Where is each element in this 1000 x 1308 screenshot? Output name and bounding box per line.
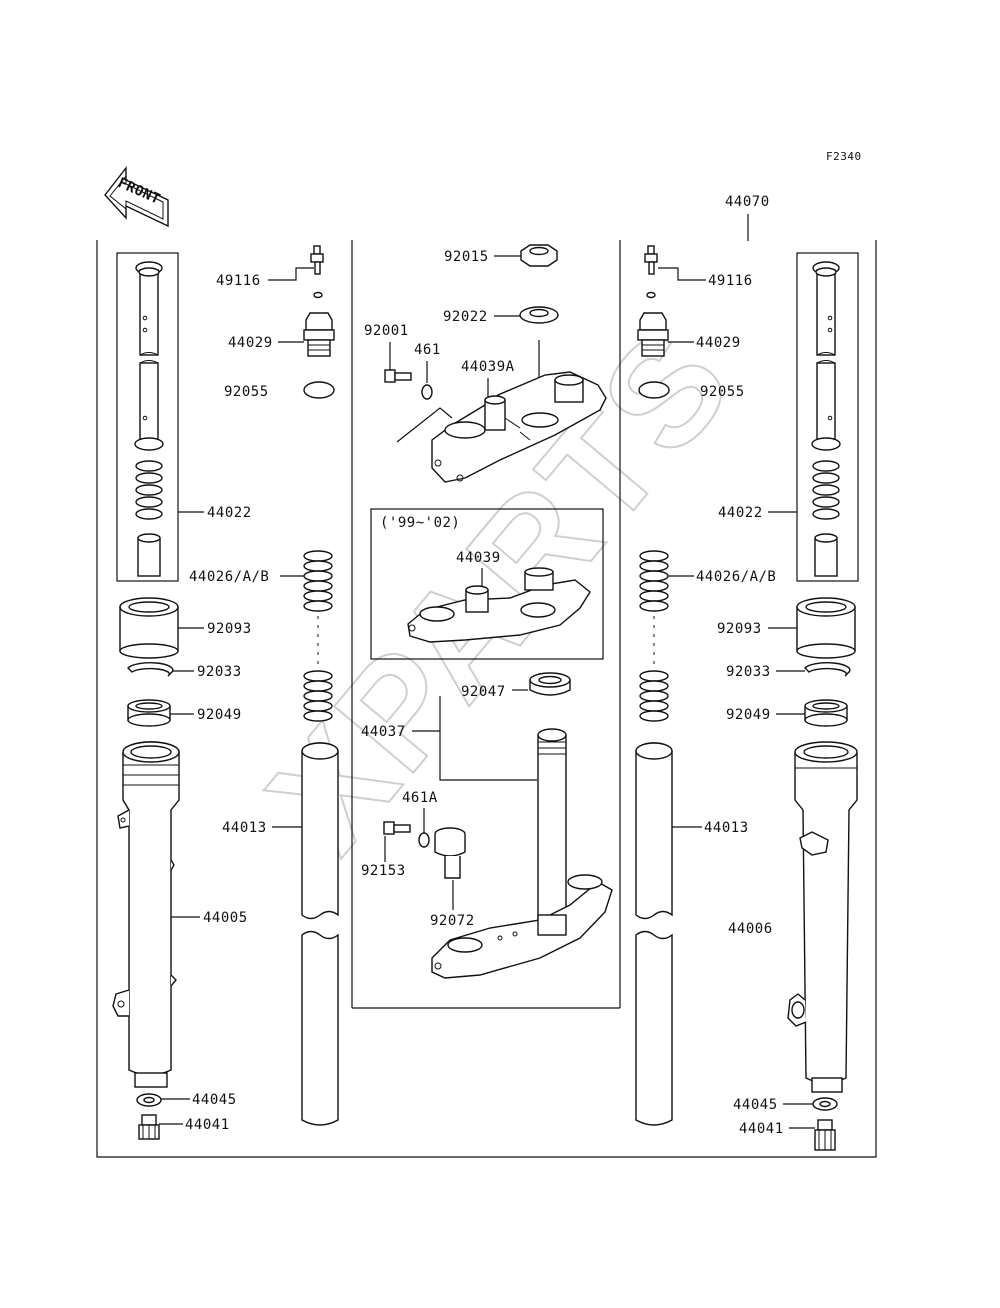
right-o-ring [638,381,670,399]
right-top-cap-bolt [637,312,669,357]
c-461-label: 461 [414,342,441,358]
l-44029-label: 44029 [228,335,273,351]
c-92015-label: 92015 [444,249,489,265]
l-44013-label: 44013 [222,820,267,836]
l-92055-label: 92055 [224,384,269,400]
c-44037-label: 44037 [361,724,406,740]
right-damper-rod [811,261,841,451]
upper-bracket-44039 [407,567,591,643]
r-92049-label: 92049 [726,707,771,723]
c-92153-label: 92153 [361,863,406,879]
left-outer-tube [112,741,180,1088]
right-fork-spring [639,550,669,722]
clamp-bolt-upper [384,369,412,383]
r-44041-label: 44041 [739,1121,784,1137]
right-washer [812,1097,838,1111]
variant-box [370,508,604,660]
clamp-92072 [434,827,466,879]
left-rod-spring [135,460,163,520]
left-damper-rod [134,261,164,451]
left-fork-spring [303,550,333,722]
r-44013-label: 44013 [704,820,749,836]
r-49116-label: 49116 [708,273,753,289]
left-air-valve [310,245,324,299]
r-44045-label: 44045 [733,1097,778,1113]
left-damper-kit-box [116,252,179,582]
stem-nut [520,244,558,267]
c-92001-label: 92001 [364,323,409,339]
l-49116-label: 49116 [216,273,261,289]
left-oil-seal [127,699,171,727]
right-air-valve [644,245,658,299]
r-44026-label: 44026/A/B [696,569,776,585]
c-92047-label: 92047 [461,684,506,700]
right-circlip [804,662,851,677]
r-44022-label: 44022 [718,505,763,521]
right-damper-kit-box [796,252,859,582]
left-socket-bolt [138,1114,160,1140]
l-44005-label: 44005 [203,910,248,926]
steering-stem-44037 [431,728,613,979]
clamp-washer-lower [418,832,430,848]
left-dust-seal [119,597,179,659]
right-socket-bolt [814,1119,836,1151]
right-dust-seal [796,597,856,659]
assembly-label: 44070 [725,194,770,210]
l-92049-label: 92049 [197,707,242,723]
front-direction-arrow: FRONT [104,165,169,228]
c-461A-label: 461A [402,790,438,806]
left-o-ring [303,381,335,399]
left-washer [136,1093,162,1107]
right-rod-base [814,533,838,577]
right-oil-seal [804,699,848,727]
variant-note: ('99~'02) [380,515,460,531]
l-44026-label: 44026/A/B [189,569,269,585]
left-inner-tube [301,742,339,1126]
l-44045-label: 44045 [192,1092,237,1108]
clamp-washer-upper [421,384,433,400]
r-92055-label: 92055 [700,384,745,400]
c-92072-label: 92072 [430,913,475,929]
left-rod-base [137,533,161,577]
right-outer-tube [787,741,858,1093]
c-92022-label: 92022 [443,309,488,325]
right-inner-tube [635,742,673,1126]
r-92033-label: 92033 [726,664,771,680]
l-92033-label: 92033 [197,664,242,680]
r-92093-label: 92093 [717,621,762,637]
right-rod-spring [812,460,840,520]
l-44041-label: 44041 [185,1117,230,1133]
left-top-cap-bolt [303,312,335,357]
outer-frame [96,240,877,1158]
c-44039A-label: 44039A [461,359,515,375]
l-92093-label: 92093 [207,621,252,637]
r-44006-label: 44006 [728,921,773,937]
upper-bracket-44039A [431,371,607,483]
l-44022-label: 44022 [207,505,252,521]
clamp-bolt-lower [383,821,411,835]
stem-bearing-seal [529,672,571,696]
c-44039-label: 44039 [456,550,501,566]
figure-code: F2340 [826,150,862,163]
r-44029-label: 44029 [696,335,741,351]
left-circlip [127,662,174,677]
stem-washer [519,306,559,324]
